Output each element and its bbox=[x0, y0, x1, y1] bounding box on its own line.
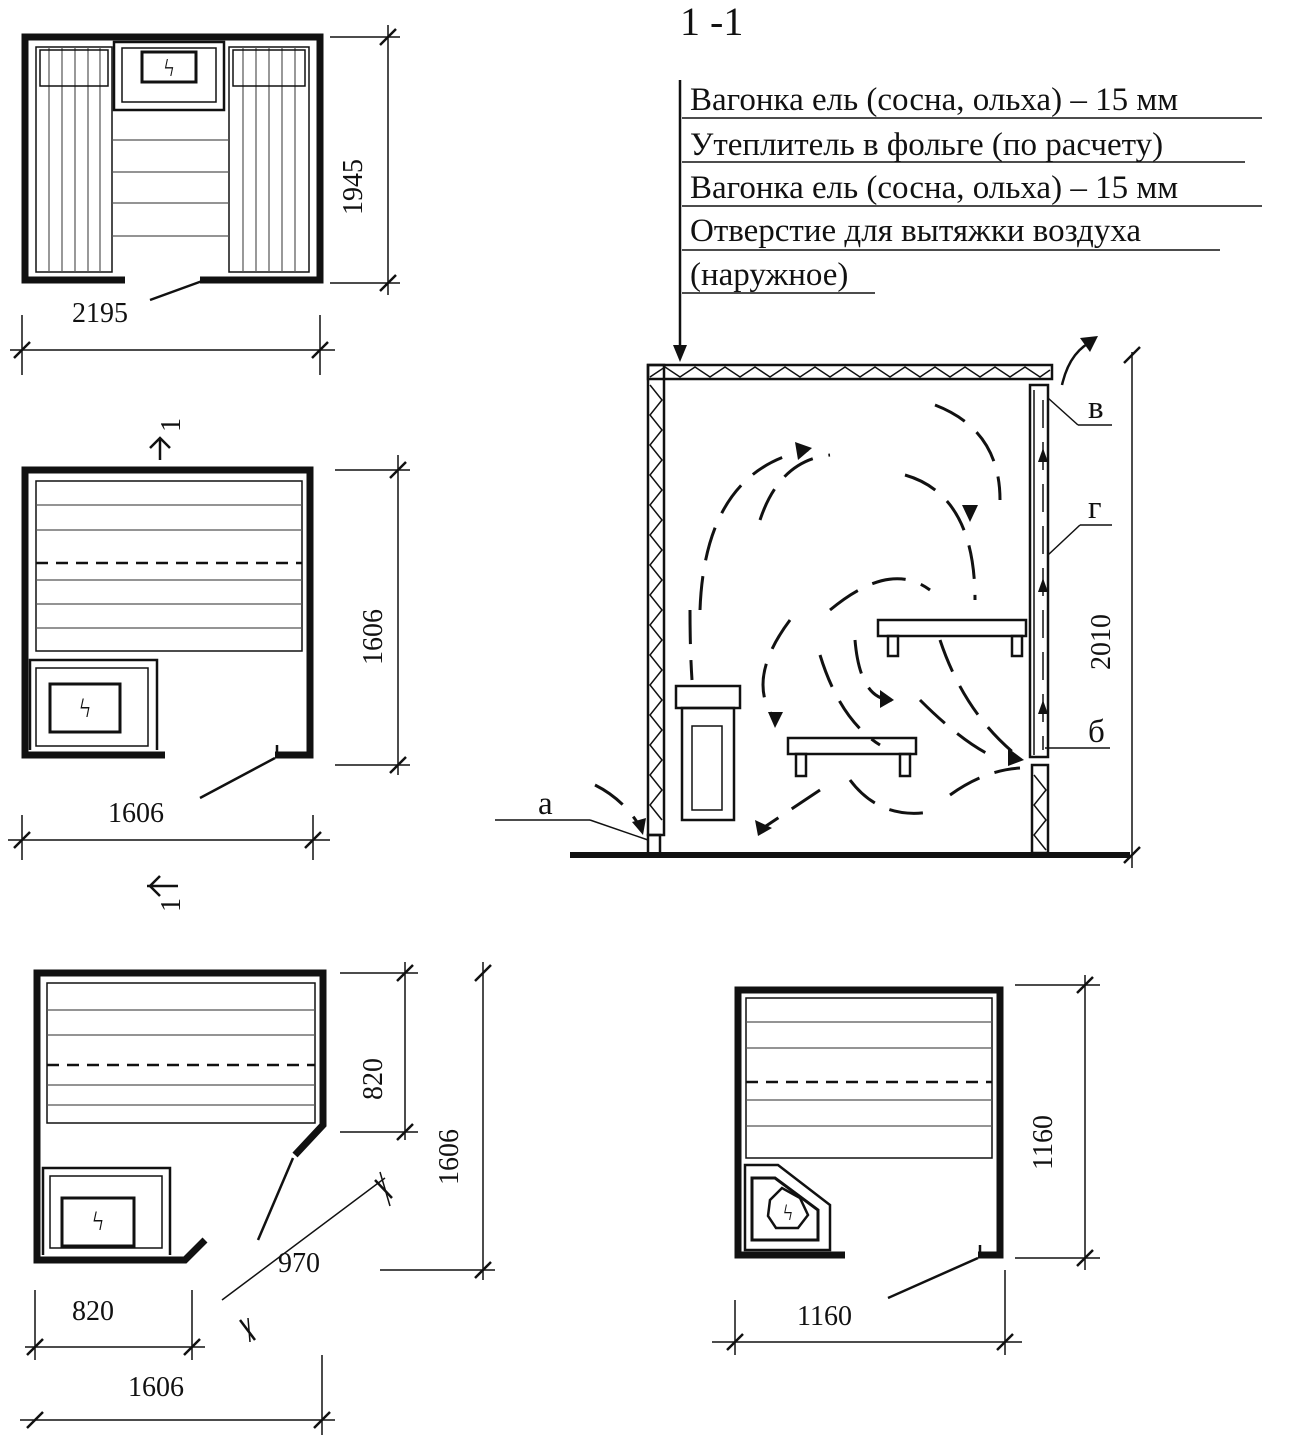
plan3-width-part-label: 820 bbox=[72, 1296, 114, 1327]
plan1-headrest-right bbox=[232, 49, 306, 87]
airflow-arrows bbox=[594, 403, 1024, 836]
plan4-heater-frame bbox=[743, 1163, 832, 1252]
left-wall-insulation bbox=[649, 384, 663, 821]
plan-1606x1606: ϟ 1 1 1606 1606 bbox=[8, 418, 410, 912]
plan3-height-part-label: 820 bbox=[358, 1058, 389, 1100]
section-right-wall bbox=[1028, 383, 1050, 759]
section-1-1: 1 -1 Вагонка ель (сосна, ольха) – 15 мм … bbox=[495, 0, 1262, 868]
plan1-bench-right-boards bbox=[242, 47, 296, 272]
plan-2195x1945: ϟ 2195 1945 bbox=[10, 25, 400, 375]
plan2-heater-inner bbox=[35, 667, 149, 747]
plan4-walls bbox=[734, 986, 1004, 1259]
plan3-walls bbox=[33, 969, 327, 1264]
plan3-bench-boards bbox=[47, 1009, 315, 1106]
plan1-headrest-left bbox=[39, 49, 109, 87]
section-upper-bench bbox=[876, 618, 1028, 658]
plan2-heater-icon bbox=[48, 682, 122, 734]
section-height-label: 2010 bbox=[1086, 614, 1117, 670]
plan4-bench-boards bbox=[746, 1021, 992, 1127]
section-right-wall-lower bbox=[1030, 763, 1050, 855]
section-lower-bench bbox=[786, 736, 918, 778]
plan2-bench-boards bbox=[36, 504, 302, 629]
plan2-bench bbox=[35, 480, 303, 652]
plan2-door-leader bbox=[199, 756, 276, 800]
plan1-bench-left-boards bbox=[48, 47, 101, 272]
plan1-walls bbox=[21, 33, 324, 284]
plan1-heater-box bbox=[112, 40, 226, 112]
section-heater-door bbox=[691, 725, 723, 811]
plan4-door-leader bbox=[887, 1256, 979, 1300]
section-title: 1 -1 bbox=[680, 0, 743, 44]
plan3-diagonal-dim bbox=[221, 1177, 386, 1301]
plan1-floor-boards bbox=[112, 139, 229, 237]
legend-leader-arrow bbox=[673, 345, 687, 362]
section-left-wall bbox=[646, 363, 666, 837]
plan3-heater-inner bbox=[49, 1175, 163, 1249]
section-mark-top: 1 bbox=[156, 418, 187, 432]
plan3-door-leader bbox=[256, 1157, 295, 1241]
section-mark-bottom: 1 bbox=[156, 898, 187, 912]
section-heater-top bbox=[674, 684, 742, 710]
plan1-width-label: 2195 bbox=[72, 298, 128, 329]
plan4-heater-symbol: ϟ bbox=[783, 1200, 793, 1225]
legend-line-1: Вагонка ель (сосна, ольха) – 15 мм bbox=[690, 82, 1178, 118]
section-arrow-top bbox=[149, 436, 171, 449]
plan-corner-door: ϟ 820 1606 970 820 1606 bbox=[20, 962, 495, 1435]
plan3-heater-frame bbox=[41, 1166, 172, 1255]
section-arrow-bottom bbox=[148, 875, 161, 897]
plan3-bench bbox=[46, 982, 316, 1124]
legend-line-4: Отверстие для вытяжки воздуха bbox=[690, 213, 1141, 249]
legend-line-5: (наружное) bbox=[690, 257, 848, 293]
plan3-width-total-label: 1606 bbox=[128, 1372, 184, 1403]
legend-line-3: Вагонка ель (сосна, ольха) – 15 мм bbox=[690, 170, 1178, 206]
plan2-heater-frame bbox=[28, 658, 159, 750]
plan1-heater-inner bbox=[121, 47, 217, 103]
plan3-heater-symbol: ϟ bbox=[92, 1207, 104, 1236]
plan1-door-leader bbox=[149, 278, 206, 302]
plan2-heater-symbol: ϟ bbox=[79, 694, 91, 723]
plan3-diagonal-label: 970 bbox=[278, 1248, 320, 1279]
mark-g: г bbox=[1088, 490, 1102, 526]
ceiling-insulation bbox=[649, 366, 1051, 378]
plan4-width-label: 1160 bbox=[797, 1301, 852, 1332]
plan1-bench-left bbox=[35, 46, 113, 273]
section-heater-body bbox=[680, 706, 736, 822]
mark-a: а bbox=[538, 786, 553, 822]
mark-b: б bbox=[1088, 714, 1105, 750]
legend-line-2: Утеплитель в фольге (по расчету) bbox=[690, 127, 1163, 163]
mark-v: в bbox=[1088, 390, 1104, 426]
plan3-heater-icon bbox=[60, 1196, 136, 1248]
plan3-height-total-label: 1606 bbox=[434, 1129, 465, 1185]
plan2-width-label: 1606 bbox=[108, 798, 164, 829]
plan1-height-label: 1945 bbox=[338, 159, 369, 215]
plan2-walls bbox=[21, 466, 314, 759]
plan4-heater-icon bbox=[766, 1186, 810, 1230]
plan4-bench bbox=[745, 997, 993, 1159]
plan1-heater-symbol: ϟ bbox=[164, 56, 175, 82]
plan-1160x1160: ϟ 1160 1160 bbox=[712, 975, 1100, 1355]
plan4-height-label: 1160 bbox=[1028, 1115, 1059, 1170]
plan1-heater-icon bbox=[140, 50, 198, 84]
plan2-height-label: 1606 bbox=[358, 609, 389, 665]
